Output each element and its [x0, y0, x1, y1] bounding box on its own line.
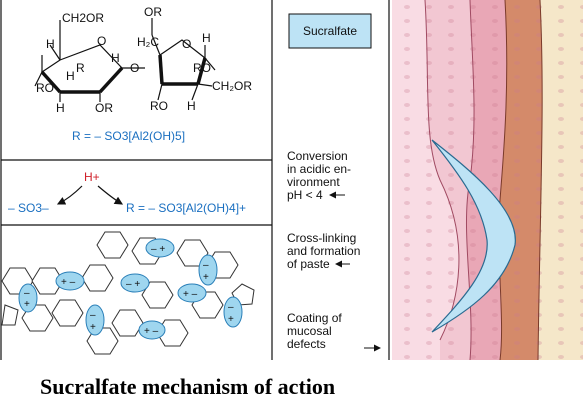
svg-text:–: –	[24, 288, 30, 299]
svg-text:+: +	[228, 314, 234, 325]
ch2or-top-label: CH2OR	[62, 11, 104, 25]
svg-text:H: H	[111, 51, 120, 65]
or-top-label: OR	[144, 5, 162, 19]
svg-text:OR: OR	[95, 101, 113, 115]
paste-charges	[18, 238, 243, 340]
step-coating: Coating of mucosal defects	[287, 311, 381, 352]
sucralfate-label-box: Sucralfate	[288, 13, 372, 49]
svg-text:CH₂OR: CH₂OR	[212, 79, 252, 93]
r-definition: R = – SO3[Al2(OH)5]	[72, 129, 185, 143]
svg-text:–: –	[203, 260, 209, 271]
svg-text:R: R	[76, 61, 85, 75]
sucralfate-label: Sucralfate	[303, 24, 357, 38]
svg-text:H: H	[202, 31, 211, 45]
left-product: – SO3–	[8, 201, 49, 215]
mucosa-illustration	[392, 0, 583, 361]
svg-text:H: H	[66, 69, 75, 83]
crosslinked-network	[1, 231, 255, 355]
svg-text:of paste: of paste	[287, 257, 330, 271]
svg-text:+: +	[90, 322, 96, 333]
svg-text:O: O	[97, 34, 106, 48]
acid-conversion: H+ – SO3– R = – SO3[Al2(OH)4]+	[8, 170, 246, 215]
svg-text:Cross-linking: Cross-linking	[287, 231, 356, 245]
h-plus-label: H+	[84, 170, 100, 184]
svg-text:O: O	[182, 37, 191, 51]
frame-lines	[0, 0, 390, 360]
svg-text:+ –: + –	[183, 289, 198, 300]
sucralfate-structure	[34, 18, 216, 102]
svg-text:and formation: and formation	[287, 244, 360, 258]
svg-text:O: O	[130, 61, 139, 75]
svg-text:+: +	[24, 299, 30, 310]
svg-text:– +: – +	[126, 279, 140, 290]
svg-text:H₂C: H₂C	[137, 35, 159, 49]
svg-text:+: +	[203, 272, 209, 283]
svg-text:vironment: vironment	[287, 175, 340, 189]
svg-text:in acidic en-: in acidic en-	[287, 162, 351, 176]
sucralfate-coating	[431, 139, 516, 333]
svg-text:+ –: + –	[61, 277, 76, 288]
svg-text:pH < 4: pH < 4	[287, 188, 323, 202]
svg-text:– +: – +	[151, 244, 165, 255]
right-product: R = – SO3[Al2(OH)4]+	[126, 201, 246, 215]
step-conversion: Conversion in acidic en- vironment pH < …	[287, 149, 351, 202]
svg-text:–: –	[228, 302, 234, 313]
svg-text:H: H	[46, 37, 55, 51]
svg-text:mucosal: mucosal	[287, 324, 332, 338]
figure-caption: Sucralfate mechanism of action	[40, 374, 336, 399]
step-crosslinking: Cross-linking and formation of paste	[287, 231, 360, 271]
svg-text:Coating of: Coating of	[287, 311, 342, 325]
svg-text:H: H	[187, 99, 196, 113]
structure-labels: CH2OR OR H₂C O O O H RO H OR R H H RO H …	[36, 5, 252, 143]
svg-text:defects: defects	[287, 337, 326, 351]
svg-text:RO: RO	[36, 81, 54, 95]
svg-text:+ –: + –	[144, 326, 159, 337]
svg-text:RO: RO	[193, 61, 211, 75]
svg-text:RO: RO	[150, 99, 168, 113]
svg-text:H: H	[56, 101, 65, 115]
svg-text:–: –	[90, 310, 96, 321]
svg-text:Conversion: Conversion	[287, 149, 348, 163]
charge-signs: – + –+ + – – + + – –+ –+ –+ + –	[24, 244, 234, 337]
